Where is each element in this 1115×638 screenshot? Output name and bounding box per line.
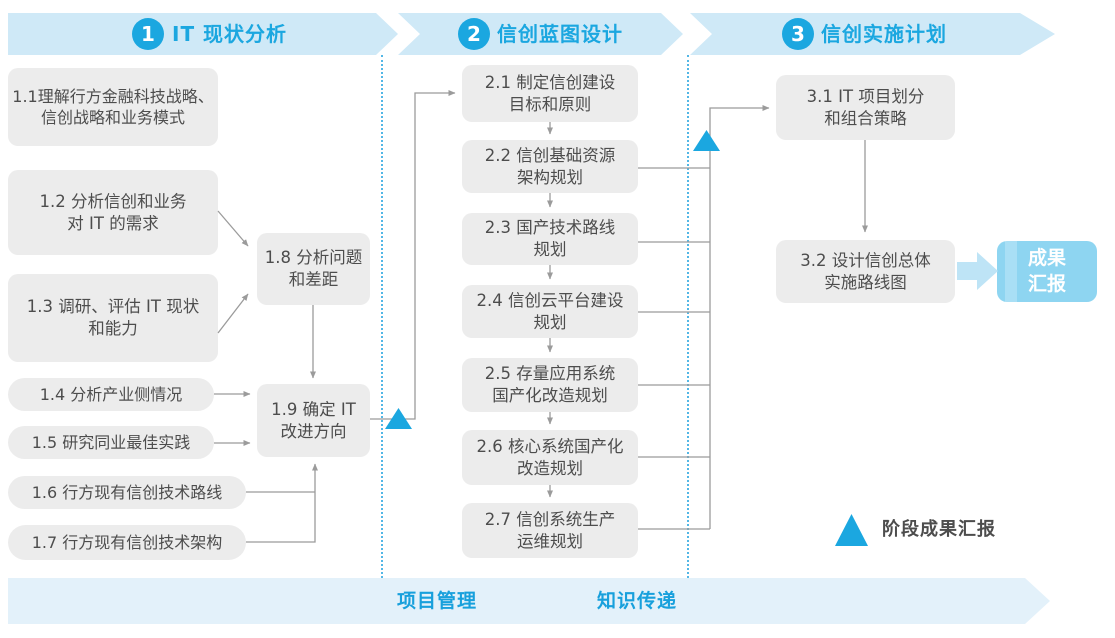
phase-title-1: IT 现状分析 [172, 22, 288, 46]
legend-label: 阶段成果汇报 [882, 519, 996, 540]
box-1-8: 1.8 分析问题 和差距 [257, 233, 370, 305]
phase-divider-dotted-line-1 [381, 55, 383, 578]
box-3-1: 3.1 IT 项目划分 和组合策略 [776, 75, 955, 140]
bottom-band [8, 578, 1050, 624]
milestone-triangle-icon-phase2 [693, 130, 720, 151]
phase-band-3 [690, 13, 1055, 55]
phase-title-2: 信创蓝图设计 [497, 22, 623, 46]
bottom-band-label-knowledge-transfer: 知识传递 [597, 590, 678, 612]
box-2-6: 2.6 核心系统国产化 改造规划 [462, 430, 638, 485]
box-1-4: 1.4 分析产业侧情况 [8, 378, 214, 411]
phase-band-1 [8, 13, 398, 55]
legend-triangle-icon [835, 514, 868, 546]
thick-arrow-icon [957, 252, 998, 290]
box-1-5: 1.5 研究同业最佳实践 [8, 426, 214, 459]
box-1-9: 1.9 确定 IT 改进方向 [257, 384, 370, 457]
box-1-1: 1.1理解行方金融科技战略、 信创战略和业务模式 [8, 68, 218, 146]
bottom-band-label-project-management: 项目管理 [397, 590, 478, 612]
box-2-1: 2.1 制定信创建设 目标和原则 [462, 65, 638, 122]
box-2-3: 2.3 国产技术路线 规划 [462, 213, 638, 265]
box-2-7: 2.7 信创系统生产 运维规划 [462, 503, 638, 558]
box-2-5: 2.5 存量应用系统 国产化改造规划 [462, 358, 638, 412]
result-report-box: 成果 汇报 [997, 241, 1097, 302]
phase-number-badge-1: 1 [132, 18, 164, 50]
box-1-7: 1.7 行方现有信创技术架构 [8, 525, 246, 560]
phase-band-2 [398, 13, 683, 55]
phase-number-badge-3: 3 [782, 18, 814, 50]
box-3-2: 3.2 设计信创总体 实施路线图 [776, 240, 955, 303]
box-2-4: 2.4 信创云平台建设 规划 [462, 285, 638, 338]
box-1-3: 1.3 调研、评估 IT 现状 和能力 [8, 274, 218, 362]
box-1-2: 1.2 分析信创和业务 对 IT 的需求 [8, 170, 218, 255]
phase-number-badge-2: 2 [458, 18, 490, 50]
box-2-2: 2.2 信创基础资源 架构规划 [462, 140, 638, 193]
phase-title-3: 信创实施计划 [821, 22, 947, 46]
milestone-triangle-icon-phase1 [385, 408, 412, 429]
phase-divider-dotted-line-2 [687, 55, 689, 578]
box-1-6: 1.6 行方现有信创技术路线 [8, 476, 246, 509]
